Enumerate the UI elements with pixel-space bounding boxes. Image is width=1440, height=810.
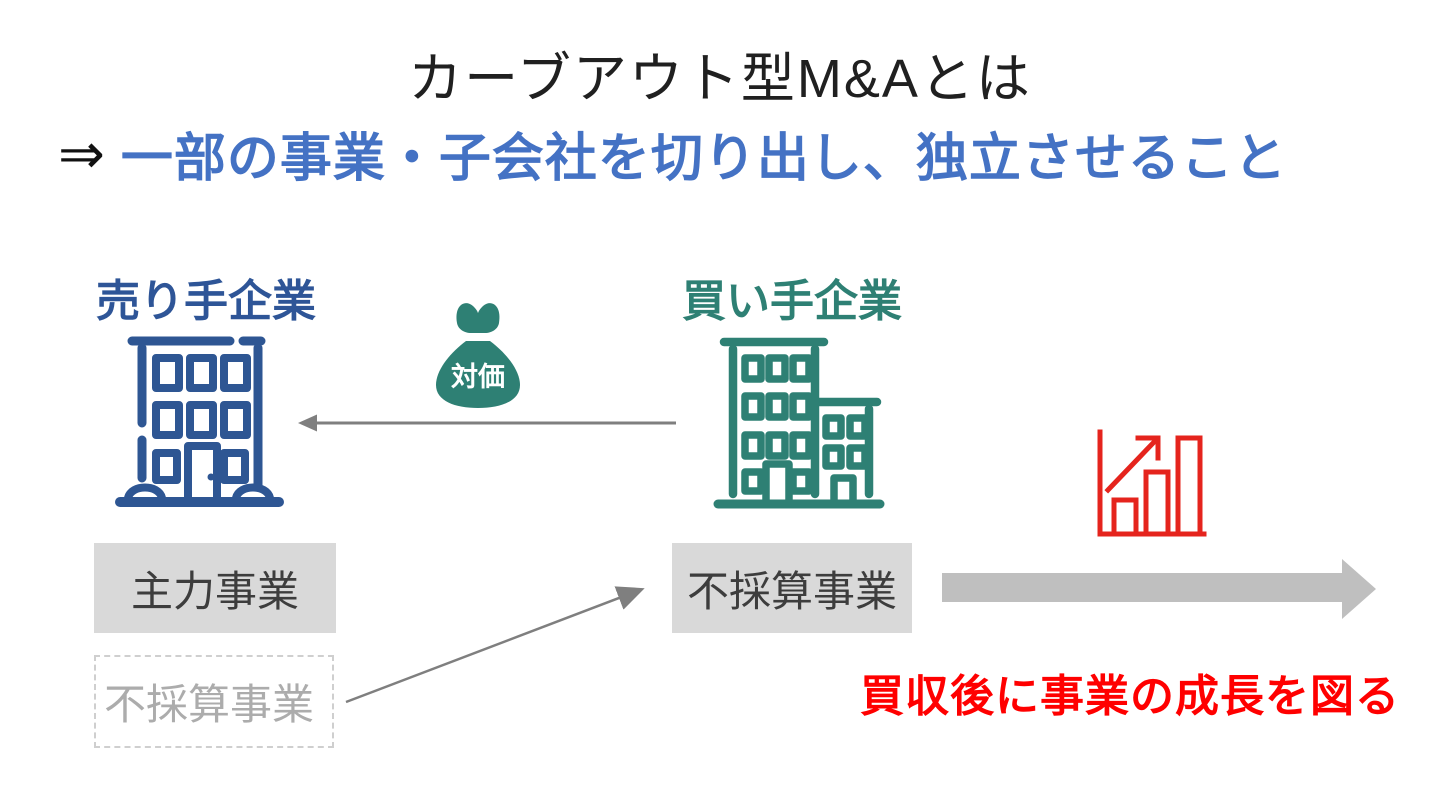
seller-building-icon	[115, 336, 284, 507]
page-title: カーブアウト型M&Aとは	[408, 49, 1032, 109]
subtitle-text: 一部の事業・子会社を切り出し、独立させること	[120, 130, 1287, 188]
door-knob	[207, 473, 215, 481]
seller-unprofitable-business-box: 不採算事業	[94, 655, 334, 748]
double-arrow-glyph: ⇒	[58, 121, 105, 185]
seller-main-business-label: 主力事業	[130, 567, 299, 615]
growth-chart-icon	[1097, 429, 1207, 537]
growth-block-arrow	[942, 559, 1376, 619]
buyer-company-label: 買い手企業	[682, 277, 902, 326]
carveout-transfer-arrow	[345, 586, 645, 704]
money-bag-icon: 対価	[436, 303, 520, 408]
subtitle: ⇒ 一部の事業・子会社を切り出し、独立させること	[58, 116, 1287, 191]
growth-caption: 買収後に事業の成長を図る	[860, 672, 1400, 721]
buyer-building-icon	[713, 337, 885, 509]
seller-company-label: 売り手企業	[96, 277, 316, 326]
payment-left-arrow	[298, 414, 676, 432]
seller-main-business-box: 主力事業	[94, 543, 336, 633]
buyer-unprofitable-business-label: 不採算事業	[686, 567, 897, 615]
payment-label: 対価	[451, 362, 505, 392]
seller-unprofitable-business-label: 不採算事業	[104, 681, 315, 728]
buyer-unprofitable-business-box: 不採算事業	[672, 543, 912, 633]
